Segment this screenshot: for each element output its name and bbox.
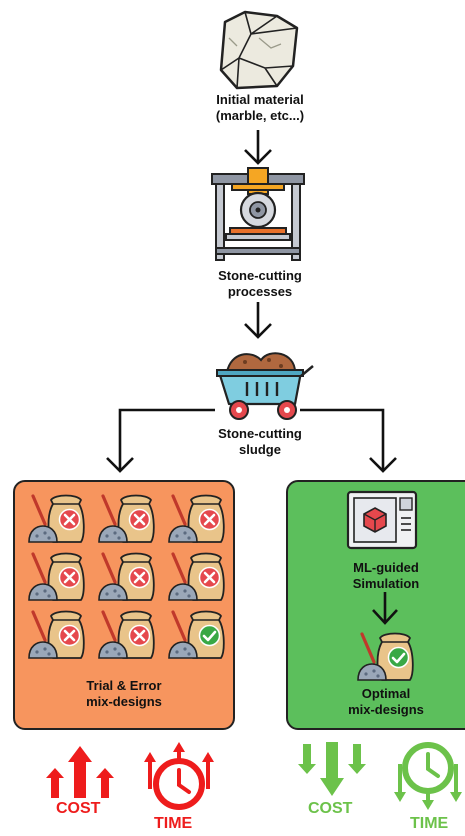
sludge-cart-icon xyxy=(216,352,314,420)
mix-bag-fail-icon xyxy=(28,494,85,543)
mix-bag-fail-icon xyxy=(168,494,225,543)
arrow-sludge-to-left xyxy=(118,408,215,470)
marble-stone-icon xyxy=(219,10,299,90)
trial-and-error-panel: Trial & Error mix-designs xyxy=(13,480,235,730)
mix-bag-fail-icon xyxy=(98,494,155,543)
cost-decrease-icon xyxy=(298,742,366,796)
right-cost-label: COST xyxy=(308,800,353,817)
mix-bag-fail-icon xyxy=(28,610,85,659)
stone-cutting-label: Stone-cutting processes xyxy=(218,268,302,299)
arrow-sludge-to-right xyxy=(300,408,385,470)
time-increase-icon xyxy=(144,742,214,810)
right-time-label: TIME xyxy=(410,815,449,832)
mix-bag-fail-icon xyxy=(98,552,155,601)
mix-design-grid xyxy=(28,494,225,659)
trial-and-error-label: Trial & Error mix-designs xyxy=(86,678,162,709)
optimal-mix-label: Optimal mix-designs xyxy=(348,686,424,717)
initial-material-label: Initial material (marble, etc...) xyxy=(215,92,305,123)
down-arrow xyxy=(372,592,398,625)
mix-bag-fail-icon xyxy=(98,610,155,659)
sludge-label: Stone-cutting sludge xyxy=(218,426,302,457)
mix-bag-success-icon xyxy=(168,610,225,659)
left-cost-label: COST xyxy=(56,800,101,817)
time-decrease-icon xyxy=(394,742,462,810)
optimal-mix-bag-icon xyxy=(357,632,414,681)
stone-cutting-machine-icon xyxy=(211,167,305,261)
ml-guided-panel: ML-guided Simulation Optimal mix-designs xyxy=(286,480,465,730)
simulation-monitor-icon xyxy=(346,490,418,550)
ml-simulation-label: ML-guided Simulation xyxy=(352,560,420,591)
mix-bag-success-icon xyxy=(357,632,414,681)
cost-increase-icon xyxy=(46,746,114,798)
mix-bag-fail-icon xyxy=(168,552,225,601)
mix-bag-fail-icon xyxy=(28,552,85,601)
left-time-label: TIME xyxy=(154,815,193,832)
